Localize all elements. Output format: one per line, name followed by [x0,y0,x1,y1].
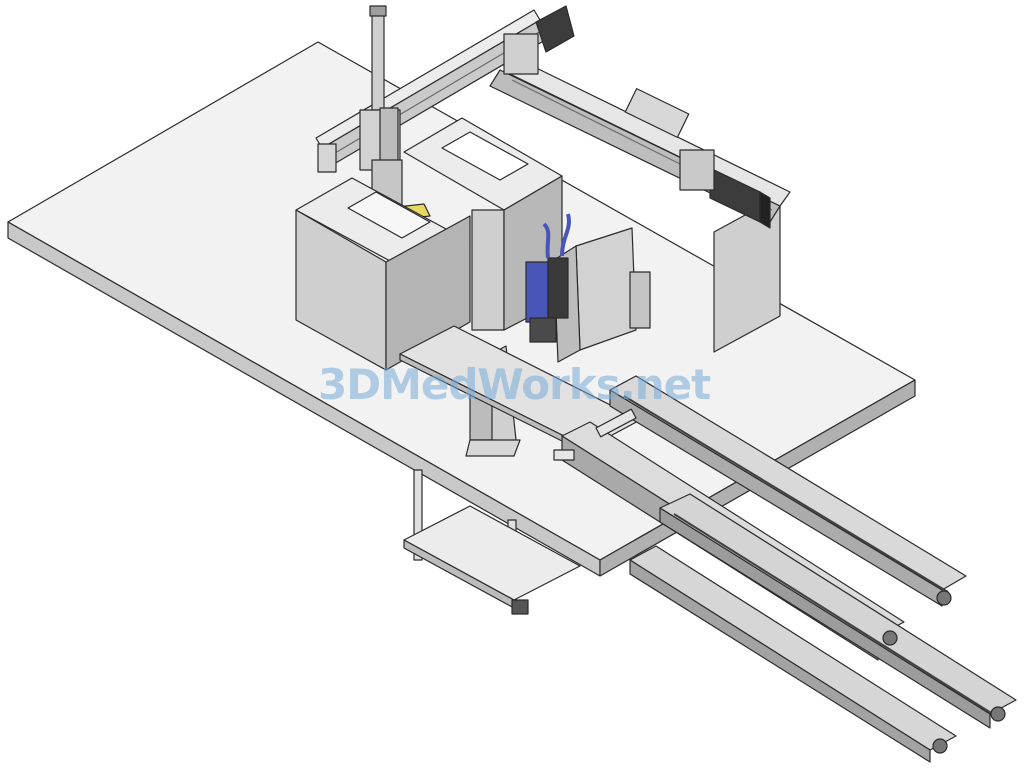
pulley [936,590,952,606]
guide-rod [595,408,637,438]
table-leg [413,469,423,561]
corner-bracket [503,33,539,75]
rear-box-front [471,209,505,331]
conveyor-3 [629,545,957,763]
camera-body [525,261,549,323]
machine-boxes [295,117,563,371]
pulley [932,738,948,754]
camera-cable [560,213,571,257]
caster [511,599,529,615]
conveyors [553,375,1017,763]
pulley [882,630,898,646]
end-plate [317,143,337,173]
camera-cable [542,222,551,259]
motor-flange [679,149,715,191]
pulley [990,706,1006,722]
y-servo-motor [535,5,575,53]
vision-station [525,213,651,363]
camera-frame [575,227,637,351]
carriage-block [624,88,690,138]
conveyor-1 [609,375,967,607]
camera-lens [529,317,557,343]
conveyor-2 [561,421,1017,729]
z-cylinder-rod [371,9,385,111]
guide-rod [553,449,575,461]
